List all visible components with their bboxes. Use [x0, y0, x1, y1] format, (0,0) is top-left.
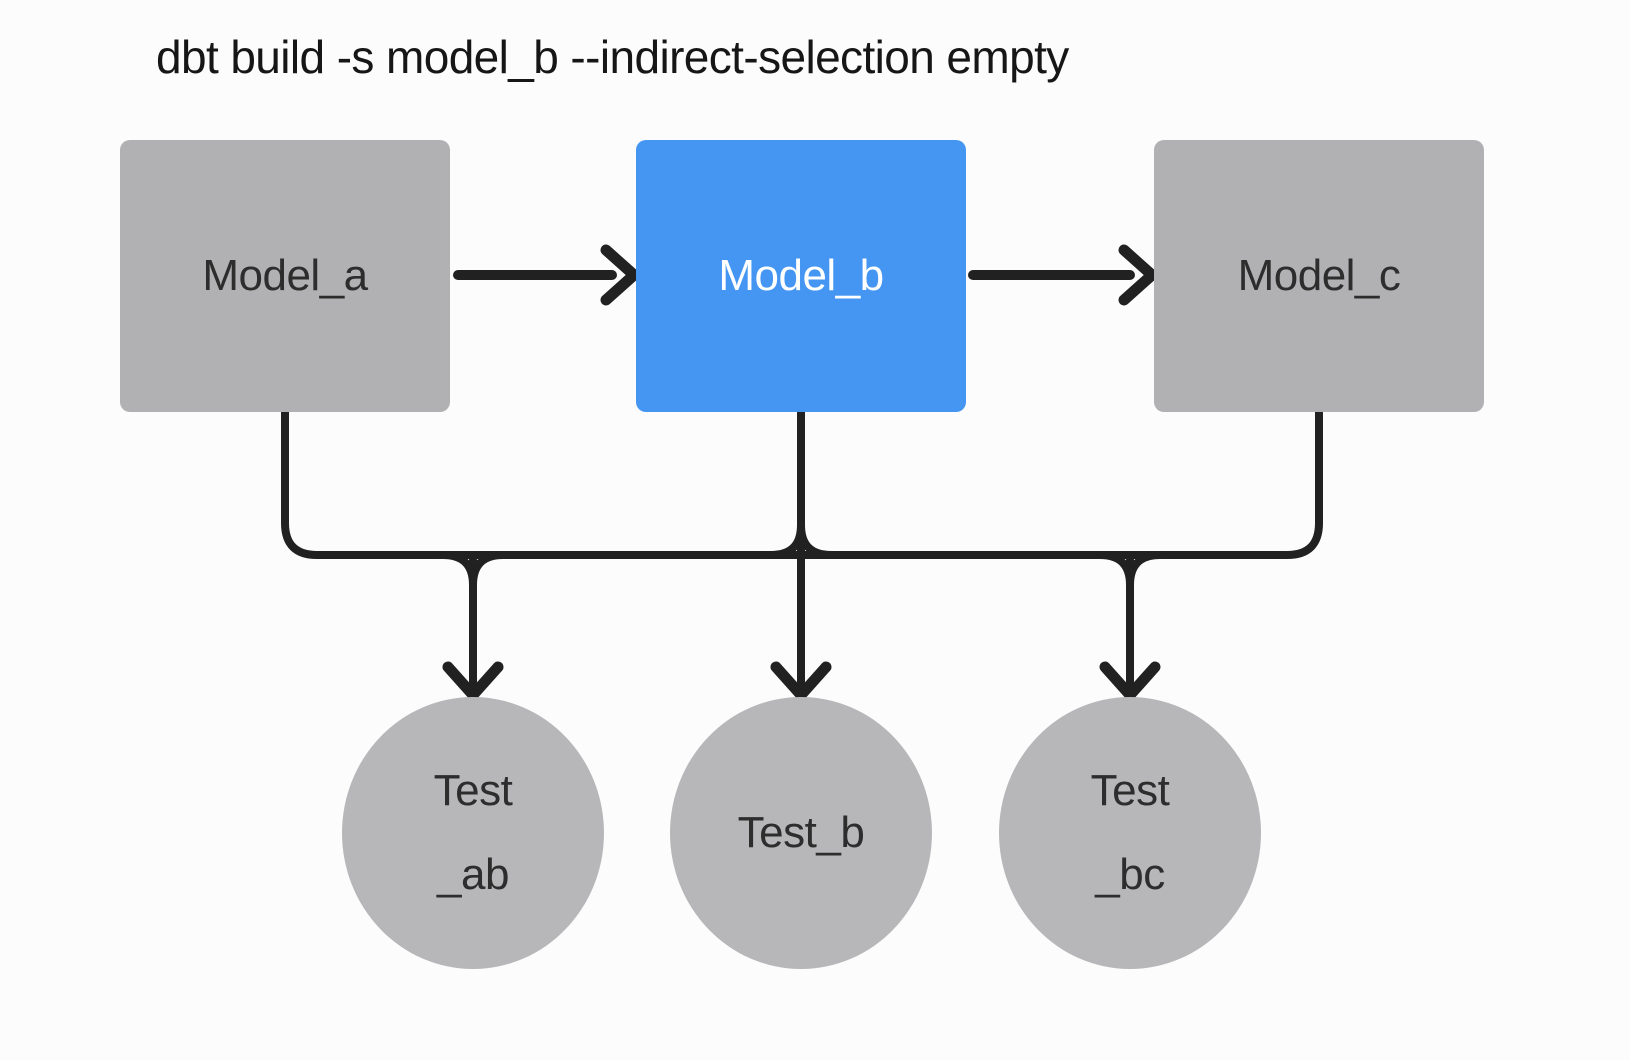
node-model-b: Model_b — [636, 140, 966, 412]
node-test-b: Test_b — [670, 697, 932, 969]
edge-fork-to-test-bc — [1096, 551, 1164, 701]
diagram-title: dbt build -s model_b --indirect-selectio… — [156, 31, 1069, 83]
edge-model-b-to-test-b — [767, 408, 835, 701]
node-test-bc: Test _bc — [999, 697, 1261, 969]
edge-model-b-to-model-c — [968, 244, 1158, 306]
arrow-down-icon — [770, 661, 832, 701]
node-label: Model_a — [202, 251, 368, 300]
node-label-line: _bc — [1095, 850, 1165, 899]
arrow-down-icon — [442, 661, 504, 701]
node-label: Model_c — [1237, 251, 1401, 300]
node-model-a: Model_a — [120, 140, 450, 412]
node-label: Model_b — [718, 251, 884, 300]
arrow-right-icon — [1118, 244, 1158, 306]
node-label-line: Test — [1090, 766, 1170, 815]
edge-fork-to-test-ab — [439, 551, 507, 701]
arrow-right-icon — [600, 244, 640, 306]
arrow-down-icon — [1099, 661, 1161, 701]
node-test-ab: Test _ab — [342, 697, 604, 969]
edge-bus — [281, 408, 1323, 559]
edge-model-a-to-model-b — [453, 244, 640, 306]
node-label-line: Test_b — [737, 808, 865, 857]
node-label-line: Test — [433, 766, 513, 815]
node-model-c: Model_c — [1154, 140, 1484, 412]
node-label-line: _ab — [437, 850, 509, 899]
